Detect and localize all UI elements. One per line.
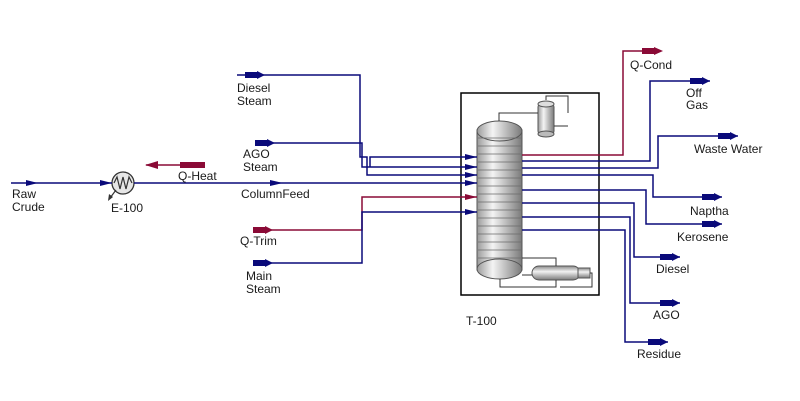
reboiler-piping xyxy=(499,257,593,288)
off-gas-label-1: Off xyxy=(686,86,702,100)
main-steam-label-2: Steam xyxy=(246,282,281,296)
t100-label: T-100 xyxy=(466,314,497,328)
e100-label: E-100 xyxy=(111,201,143,215)
reboiler-icon[interactable] xyxy=(531,265,591,281)
column-frame xyxy=(460,92,600,296)
raw-crude-stream[interactable] xyxy=(11,180,112,186)
ago-product-stream[interactable] xyxy=(522,216,680,307)
diesel-steam-label-2: Steam xyxy=(237,94,272,108)
condenser-piping xyxy=(498,95,569,127)
column-feed-stream[interactable] xyxy=(134,180,477,186)
column-feed-label: ColumnFeed xyxy=(241,187,310,201)
diesel-label: Diesel xyxy=(656,262,689,276)
ago-steam-branch xyxy=(369,154,477,167)
condenser-drum-icon[interactable] xyxy=(537,100,555,138)
q-trim-label: Q-Trim xyxy=(240,234,277,248)
residue-label: Residue xyxy=(637,347,681,361)
q-heat-stream[interactable] xyxy=(145,161,205,169)
distillation-column-icon[interactable] xyxy=(476,120,523,280)
kerosene-stream[interactable] xyxy=(522,189,722,228)
waste-water-stream[interactable] xyxy=(522,132,738,169)
main-steam-stream[interactable] xyxy=(253,209,477,267)
q-cond-stream[interactable] xyxy=(522,47,663,156)
q-heat-label: Q-Heat xyxy=(178,169,217,183)
q-cond-label: Q-Cond xyxy=(630,58,672,72)
diesel-steam-stream[interactable] xyxy=(237,71,477,178)
naptha-stream[interactable] xyxy=(522,174,722,201)
ago-steam-label-1: AGO xyxy=(243,147,270,161)
diesel-product-stream[interactable] xyxy=(522,202,680,261)
off-gas-label-2: Gas xyxy=(686,98,708,112)
main-steam-label-1: Main xyxy=(246,269,272,283)
ago-label: AGO xyxy=(653,308,680,322)
diesel-steam-label-1: Diesel xyxy=(237,81,270,95)
off-gas-stream[interactable] xyxy=(522,77,710,162)
heat-exchanger-icon[interactable] xyxy=(108,171,135,201)
residue-stream[interactable] xyxy=(522,229,668,346)
kerosene-label: Kerosene xyxy=(677,230,729,244)
raw-crude-label-2: Crude xyxy=(12,200,45,214)
naptha-label: Naptha xyxy=(690,204,729,218)
raw-crude-label-1: Raw xyxy=(12,187,36,201)
ago-steam-stream[interactable] xyxy=(255,139,477,170)
waste-water-label: Waste Water xyxy=(694,142,762,156)
ago-steam-label-2: Steam xyxy=(243,160,278,174)
